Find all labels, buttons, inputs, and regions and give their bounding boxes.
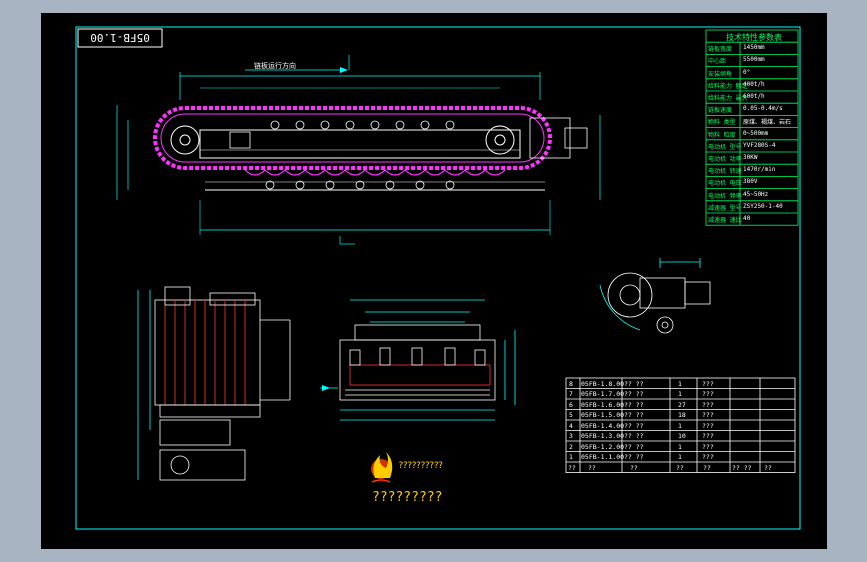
parts-row-code: 05FB-1.8.00 xyxy=(581,379,625,388)
spec-row-label: 给料能力 最大 xyxy=(708,95,748,102)
parts-row-code: 05FB-1.2.00 xyxy=(581,442,625,451)
spec-row-label: 减速器 型号 xyxy=(708,204,742,212)
parts-row-code: 05FB-1.1.00 xyxy=(581,453,625,461)
parts-row-material: ??? xyxy=(702,400,714,409)
parts-row-material: ??? xyxy=(702,421,714,430)
spec-row-label: 中心距 xyxy=(708,58,727,66)
parts-row-index: 4 xyxy=(569,421,573,430)
parts-row-qty: 1 xyxy=(678,442,682,451)
parts-header-cell: ?? xyxy=(630,463,638,472)
spec-row-value: 0° xyxy=(743,68,751,76)
parts-row-name: ?? ?? xyxy=(624,400,644,409)
spec-row-label: 给料能力 额定 xyxy=(708,82,748,90)
parts-row-name: ?? ?? xyxy=(624,379,644,388)
parts-row-code: 05FB-1.4.00 xyxy=(581,421,625,430)
parts-row-material: ??? xyxy=(702,442,714,451)
parts-table-grid xyxy=(565,377,796,473)
parts-header-cell: ?? xyxy=(676,463,684,472)
drawing-number-box xyxy=(77,28,163,48)
parts-row-qty: 1 xyxy=(678,421,682,430)
spec-row-label: 安装倾角 xyxy=(708,70,733,78)
parts-row-qty: 18 xyxy=(678,411,686,419)
spec-row-value: ZSY250-1-40 xyxy=(743,202,783,210)
spec-row-value: YVF280S-4 xyxy=(743,141,776,149)
parts-header-cell: ?? xyxy=(764,463,772,472)
spec-row-label: 物料 粒度 xyxy=(708,131,736,139)
spec-row-value: 380V xyxy=(743,178,758,186)
parts-row-index: 7 xyxy=(569,390,573,398)
spec-row-value: 45~50Hz xyxy=(743,190,769,198)
spec-row-label: 电动机 频率 xyxy=(708,192,742,200)
spec-row-value: 1470r/min xyxy=(743,166,776,174)
parts-row-name: ?? ?? xyxy=(624,411,644,419)
drawing-area xyxy=(41,13,827,549)
flame-logo-icon xyxy=(371,452,393,483)
logo-caption: ?????????? xyxy=(398,461,443,471)
parts-header-cell: ?? ?? xyxy=(732,463,752,472)
spec-table-title: 技术特性参数表 xyxy=(726,33,782,42)
parts-row-material: ??? xyxy=(702,379,714,388)
front-section-view xyxy=(320,299,516,421)
parts-row-qty: 27 xyxy=(678,400,686,409)
parts-row-code: 05FB-1.6.00 xyxy=(581,400,625,409)
parts-header-cell: ?? xyxy=(568,463,576,472)
main-side-view xyxy=(116,55,601,245)
spec-row-value: 原煤、褐煤、岩石 xyxy=(743,119,792,127)
parts-row-material: ??? xyxy=(702,453,714,461)
drive-detail-view xyxy=(599,258,711,334)
parts-row-index: 2 xyxy=(569,442,573,451)
spec-row-value: 40 xyxy=(743,215,751,222)
spec-row-value: 400t/h xyxy=(743,80,765,88)
parts-row-index: 3 xyxy=(569,432,573,440)
spec-row-label: 链板宽度 xyxy=(708,46,733,54)
spec-row-label: 电动机 转速 xyxy=(708,168,742,176)
spec-row-value: 600t/h xyxy=(743,93,765,100)
parts-row-name: ?? ?? xyxy=(624,390,644,398)
spec-row-label: 电动机 功率 xyxy=(708,156,742,163)
parts-header-cell: ?? xyxy=(588,463,596,472)
logo-bottom-text: ????????? xyxy=(372,490,443,505)
travel-direction-label: 链板运行方向 xyxy=(254,62,296,70)
parts-row-index: 8 xyxy=(569,379,573,388)
spec-row-value: 5500mm xyxy=(743,56,765,64)
parts-row-material: ??? xyxy=(702,411,714,419)
parts-row-material: ??? xyxy=(702,432,714,440)
spec-row-label: 链板速度 xyxy=(708,107,733,115)
spec-row-value: 1450mm xyxy=(743,44,765,52)
drawing-border xyxy=(75,26,801,530)
spec-row-value: 30KW xyxy=(743,154,758,161)
spec-row-value: 0.05-0.4m/s xyxy=(743,105,783,113)
parts-row-qty: 1 xyxy=(678,379,682,388)
spec-table-grid xyxy=(705,29,799,226)
spec-row-label: 电动机 型号 xyxy=(708,143,742,151)
parts-row-name: ?? ?? xyxy=(624,421,644,430)
parts-row-code: 05FB-1.5.00 xyxy=(581,411,625,419)
parts-row-code: 05FB-1.7.00 xyxy=(581,390,625,398)
parts-header-cell: ?? xyxy=(703,463,711,472)
spec-row-value: 0~500mm xyxy=(743,129,769,137)
spec-row-label: 电动机 电压 xyxy=(708,180,742,188)
spec-row-label: 减速器 速比 xyxy=(708,217,742,224)
parts-row-qty: 1 xyxy=(678,453,682,461)
parts-row-name: ?? ?? xyxy=(624,432,644,440)
parts-row-material: ??? xyxy=(702,390,714,398)
spec-row-label: 物料 类型 xyxy=(708,119,736,127)
parts-row-name: ?? ?? xyxy=(624,442,644,451)
parts-row-qty: 1 xyxy=(678,390,682,398)
drawing-number: 05FB-1.00 xyxy=(90,31,150,44)
left-end-view xyxy=(137,286,291,481)
parts-row-qty: 10 xyxy=(678,432,686,440)
parts-row-name: ?? ?? xyxy=(624,453,644,461)
parts-row-index: 6 xyxy=(569,400,573,409)
parts-row-index: 5 xyxy=(569,411,573,419)
parts-row-code: 05FB-1.3.00 xyxy=(581,432,625,440)
parts-row-index: 1 xyxy=(569,453,573,461)
